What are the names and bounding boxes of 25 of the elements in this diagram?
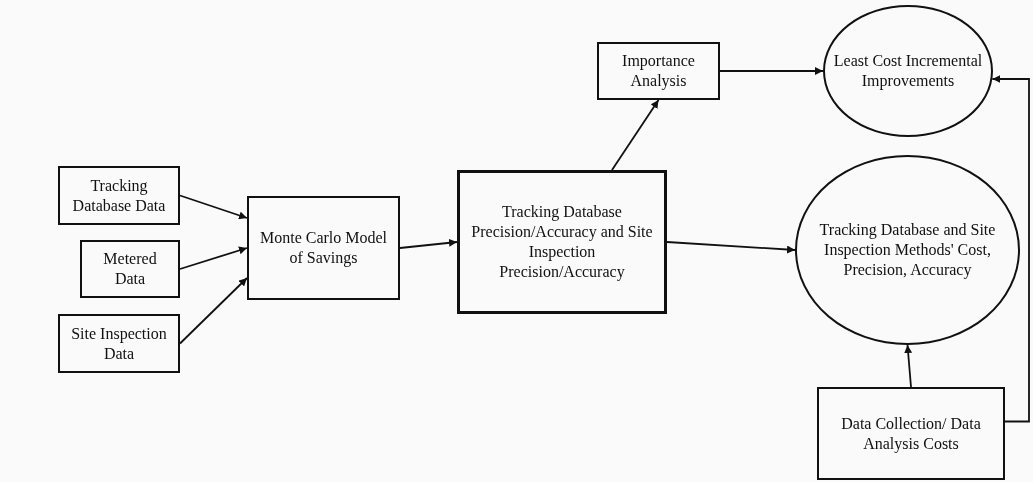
node-label: Data Collection/ Data Analysis Costs: [840, 413, 982, 454]
process-box: [58, 314, 180, 373]
node-label: Importance Analysis: [621, 51, 696, 91]
node-label: Tracking Database Data: [71, 175, 167, 216]
arrow: [719, 67, 824, 75]
process-box: [597, 42, 720, 100]
node-label: Tracking Database and Site Inspection Methods' Cost, Precision, Accuracy: [818, 220, 997, 280]
arrow: [991, 75, 1030, 423]
node-label: Metered Data: [102, 249, 158, 289]
arrow: [904, 344, 913, 388]
arrow: [179, 246, 248, 270]
node-label: Tracking Database Precision/Accuracy and Site Inspection Precision/Accuracy: [470, 202, 654, 282]
process-box: [58, 166, 180, 225]
arrow: [179, 194, 248, 220]
process-box: [457, 170, 667, 314]
arrow: [611, 99, 660, 171]
process-box: [817, 387, 1005, 480]
arrow: [179, 277, 248, 345]
arrow: [399, 238, 458, 249]
arrow: [666, 241, 796, 254]
node-label: Site Inspection Data: [70, 323, 168, 364]
node-label: Monte Carlo Model of Savings: [258, 228, 389, 268]
process-box: [247, 196, 400, 300]
node-label: Least Cost Incremental Improvements: [832, 51, 984, 91]
process-box: [80, 240, 180, 298]
